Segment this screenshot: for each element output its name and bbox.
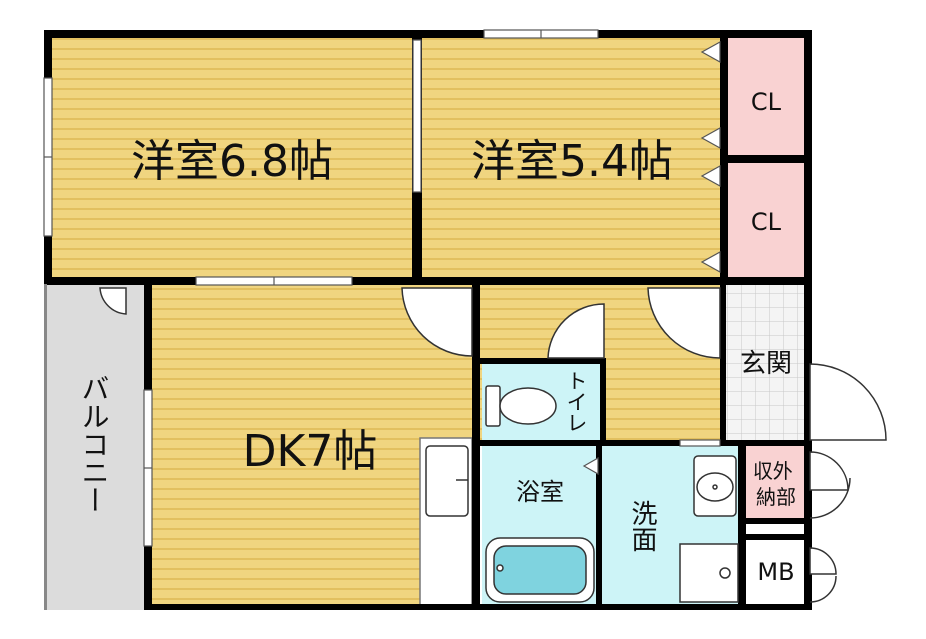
bathtub-icon [485,537,595,603]
label-toilet: トイレ [564,370,588,433]
windows [43,29,721,547]
closet-2-floor [726,162,806,278]
washing-machine-icon [679,543,739,603]
doors [99,287,887,603]
western-room-1-floor [50,38,416,278]
wash-basin-icon [693,455,737,517]
balcony-rail [44,284,47,610]
outdoor-storage-floor [746,446,806,520]
label-western-room-1: 洋室6.8帖 [131,136,333,187]
closet-doors [700,40,721,274]
western-room-2-floor [422,38,724,278]
meter-box-floor [746,540,806,606]
label-entrance: 玄関 [740,349,792,379]
closet-1-floor [726,38,806,158]
label-meter-box: MB [757,558,794,586]
label-outdoor-storage: 収外 納部 [753,459,799,509]
label-dk: DK7帖 [243,426,378,477]
label-western-room-2: 洋室5.4帖 [471,136,673,187]
toilet-icon [485,385,557,427]
sink-icon [425,445,469,517]
label-washroom: 洗面 [627,500,657,552]
label-bath: 浴室 [516,478,564,506]
dk-floor [150,284,472,606]
label-balcony: バルコニー [78,374,111,514]
shower-icon [582,456,599,476]
balcony-floor [46,284,144,610]
label-closet-2: CL [751,208,782,236]
label-closet-1: CL [751,88,782,116]
outdoor-storage-line-2: 納部 [756,485,796,509]
outdoor-storage-line-1: 収外 [753,459,793,483]
entrance-floor [726,284,806,442]
